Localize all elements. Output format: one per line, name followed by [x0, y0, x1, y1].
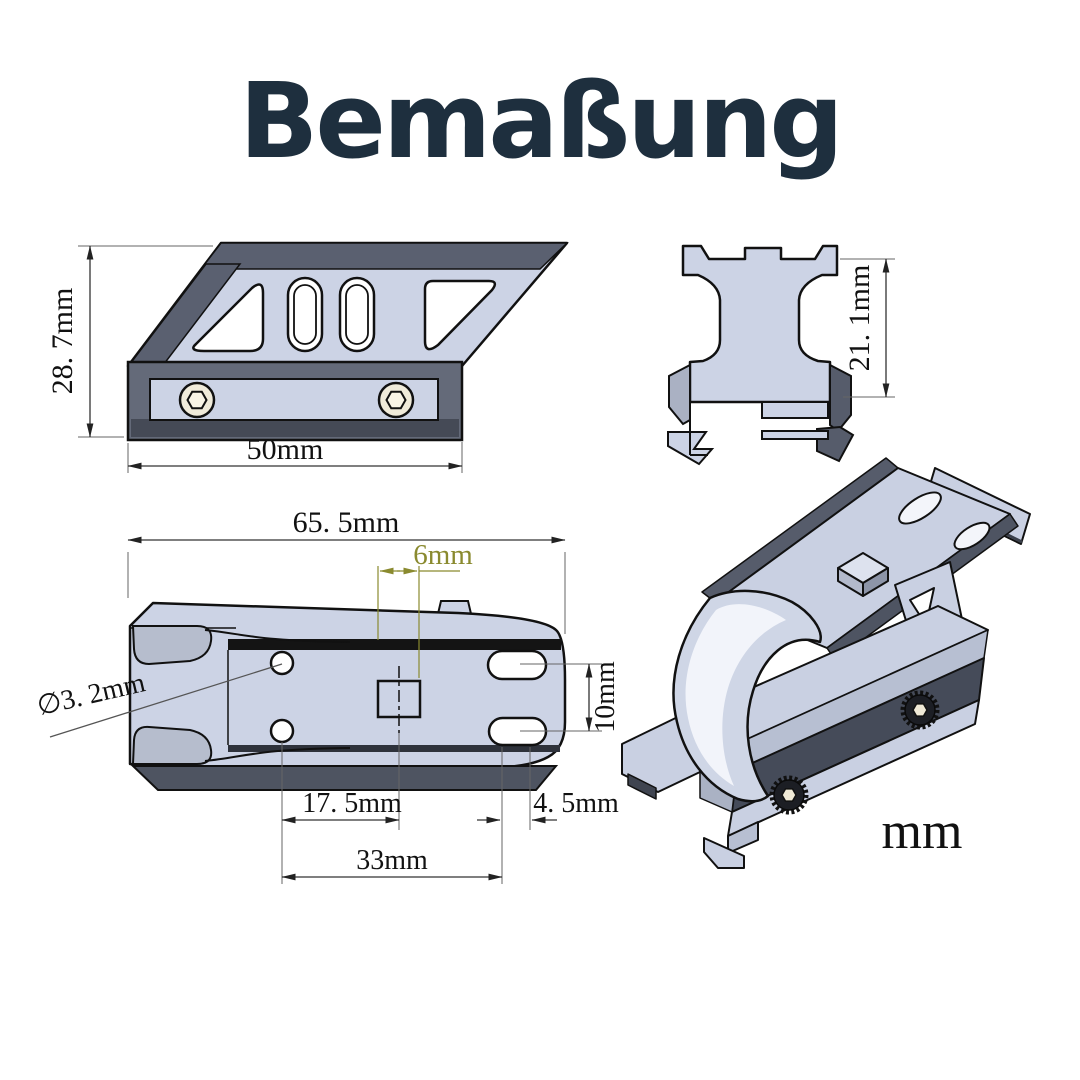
dim-top-hole-offset: 17. 5mm: [302, 788, 402, 819]
iso-plate-slot-1: [898, 491, 942, 525]
top-view: 65. 5mm 6mm ∅3. 2mm 10mm 17. 5mm 4. 5mm: [34, 506, 621, 884]
iso-boss: [837, 552, 889, 597]
dim-top-slot-offset: 4. 5mm: [533, 788, 619, 819]
dim-side-height: 28. 7mm: [46, 288, 79, 395]
front-view: 21. 1mm: [667, 244, 895, 466]
top-slot-1: [486, 649, 548, 681]
side-cutout-right: [423, 279, 497, 351]
iso-screw-1: [769, 775, 809, 815]
dim-top-lug-width: 6mm: [413, 539, 473, 571]
hex-screw-icon: [377, 381, 415, 419]
dim-top-slot-spacing: 10mm: [590, 661, 621, 733]
front-body: [681, 244, 839, 404]
top-bottom-shade: [130, 765, 559, 791]
page-title: Bemaßung: [239, 60, 844, 182]
iso-screw-2: [900, 690, 940, 730]
dim-front-height: 21. 1mm: [843, 265, 876, 372]
top-black-stripe: [228, 639, 561, 650]
front-left-jaw: [668, 363, 691, 426]
iso-view: mm: [621, 457, 1031, 869]
top-hole-2: [269, 718, 295, 744]
dim-side-width: 50mm: [247, 433, 324, 466]
dim-top-hole-span: 33mm: [356, 845, 428, 876]
side-slot-a: [286, 276, 324, 353]
hex-screw-icon: [178, 381, 216, 419]
leader-line-hole-dia: [49, 663, 283, 738]
side-top-edge-shade: [199, 242, 569, 270]
top-clamp-notch-lower: [131, 725, 213, 765]
side-cutout-left: [192, 283, 265, 353]
front-right-jaw: [829, 363, 852, 433]
top-hole-1: [269, 650, 295, 676]
dim-top-length: 65. 5mm: [293, 506, 400, 539]
iso-plate-slot-2: [953, 521, 991, 551]
side-view: 28. 7mm 50mm: [46, 241, 569, 473]
side-slot-b: [338, 276, 376, 353]
iso-unit-label: mm: [882, 803, 963, 860]
top-clamp-notch-upper: [131, 625, 213, 666]
